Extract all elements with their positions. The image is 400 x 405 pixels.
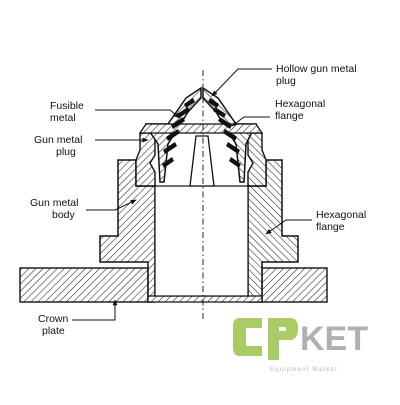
- label-gun-metal-body-2: body: [52, 209, 76, 221]
- label-crown-plate-2: plate: [42, 325, 65, 337]
- label-gun-metal-plug-2: plug: [56, 146, 76, 158]
- label-gun-metal-plug-1: Gun metal: [34, 134, 82, 146]
- label-fusible-metal-1: Fusible: [50, 100, 84, 112]
- logo-c-mark: [233, 318, 262, 356]
- crown-plate: [19, 267, 328, 303]
- watermark-logo: KET Equipment Market: [233, 318, 368, 373]
- body-bore: [154, 185, 249, 297]
- label-hollow-plug-2: plug: [276, 75, 296, 87]
- label-hex-flange-bottom-2: flange: [316, 221, 345, 233]
- label-hex-flange-top-1: Hexagonal: [275, 98, 325, 110]
- label-fusible-metal-2: metal: [50, 112, 76, 124]
- label-hex-flange-top-2: flange: [275, 110, 304, 122]
- logo-brand-text: KET: [300, 320, 368, 358]
- gun-metal-plug: [135, 132, 267, 187]
- label-crown-plate-1: Crown: [38, 313, 69, 325]
- leader-lines: [72, 68, 312, 321]
- labels: Hollow gun metal plug Fusible metal Hexa…: [30, 63, 366, 337]
- logo-subtitle: Equipment Market: [270, 367, 338, 373]
- logo-p-mark: [268, 318, 298, 360]
- label-hex-flange-bottom-1: Hexagonal: [316, 209, 366, 221]
- gun-metal-body: [99, 159, 299, 303]
- fusible-metal: [162, 98, 241, 168]
- label-hollow-plug-1: Hollow gun metal: [276, 63, 357, 75]
- central-bore: [189, 135, 215, 187]
- label-gun-metal-body-1: Gun metal: [30, 197, 78, 209]
